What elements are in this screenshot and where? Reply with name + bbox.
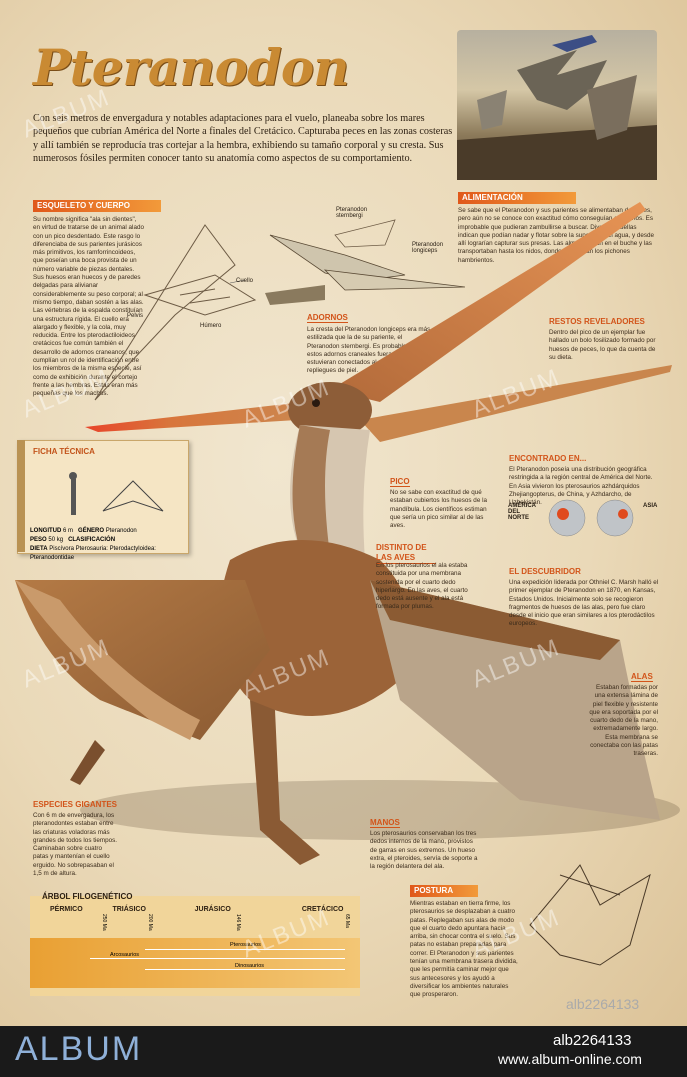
period-permico: PÉRMICO bbox=[50, 906, 83, 913]
section-header-alimentacion: ALIMENTACIÓN bbox=[458, 192, 576, 204]
ficha-longitud-val: 6 m bbox=[63, 528, 74, 534]
phylo-tree: PÉRMICO TRIÁSICO JURÁSICO CRETÁCICO 250 … bbox=[30, 896, 360, 996]
pteranodon-photo bbox=[457, 30, 657, 180]
group-arcosaurios: Arcosaurios bbox=[110, 952, 140, 958]
fact-card: LONGITUD 6 m GÉNERO Pteranodon PESO 50 k… bbox=[17, 440, 189, 561]
section-header-encontrado: ENCONTRADO EN... bbox=[509, 454, 587, 463]
age-200: 200 Ma bbox=[147, 914, 153, 931]
ficha-peso-key: PESO bbox=[30, 537, 47, 543]
ficha-genero-val: Pteranodon bbox=[105, 528, 137, 534]
section-header-distinto: DISTINTO DE LAS AVES bbox=[376, 543, 436, 564]
ficha-clasif-key: CLASIFICACIÓN bbox=[68, 537, 116, 543]
ficha-dieta-val: Piscívora bbox=[49, 546, 74, 552]
section-text-manos: Los pterosaurios conservaban los tres de… bbox=[370, 830, 478, 871]
intro-text: Con seis metros de envergadura y notable… bbox=[33, 113, 453, 165]
label-sternbergi: Pteranodon sternbergi bbox=[336, 207, 368, 219]
footer-bar bbox=[0, 1026, 687, 1077]
album-logo[interactable]: ALBUM bbox=[15, 1030, 143, 1068]
globe-maps bbox=[548, 499, 634, 537]
section-header-adornos: ADORNOS bbox=[307, 313, 348, 323]
ficha-peso-val: 50 kg bbox=[48, 537, 64, 543]
section-header-ficha: FICHA TÉCNICA bbox=[33, 447, 95, 456]
section-text-descubridor: Una expedición liderada por Othniel C. M… bbox=[509, 579, 659, 628]
period-cretacico: CRETÁCICO bbox=[301, 906, 344, 913]
size-comparison-art bbox=[69, 472, 164, 515]
section-text-pico: No se sabe con exactitud de qué estaban … bbox=[390, 489, 487, 530]
page-title: Pteranodon bbox=[33, 38, 350, 97]
ficha-dieta-key: DIETA bbox=[30, 546, 48, 552]
section-text-restos: Dentro del pico de un ejemplar fue halla… bbox=[549, 329, 656, 361]
period-jurasico: JURÁSICO bbox=[194, 906, 231, 913]
section-text-adornos: La cresta del Pteranodon longiceps era m… bbox=[307, 326, 431, 375]
section-header-restos: RESTOS REVELADORES bbox=[549, 317, 645, 326]
ficha-longitud-key: LONGITUD bbox=[30, 528, 62, 534]
label-humero: Húmero bbox=[200, 323, 222, 329]
section-text-postura: Mientras estaban en tierra firme, los pt… bbox=[410, 900, 518, 999]
section-text-esqueleto: Su nombre significa "ala sin dientes", e… bbox=[33, 216, 144, 398]
skeleton-illustration bbox=[94, 224, 257, 401]
section-header-manos: MANOS bbox=[370, 818, 400, 828]
footer-url-link[interactable]: www.album-online.com bbox=[498, 1051, 642, 1067]
section-header-alas: ALAS bbox=[631, 672, 653, 682]
section-header-postura: POSTURA bbox=[410, 885, 478, 897]
infographic-page: Pteranodon Con seis metros de envergadur… bbox=[0, 0, 687, 1026]
age-250: 250 Ma bbox=[101, 914, 107, 931]
section-header-arbol: ÁRBOL FILOGENÉTICO bbox=[42, 892, 133, 901]
fact-card-stripe bbox=[17, 440, 25, 552]
pteranodon-illustration bbox=[15, 202, 680, 865]
section-header-descubridor: EL DESCUBRIDOR bbox=[509, 567, 581, 576]
pteranodon-photo-art bbox=[457, 35, 657, 180]
section-text-alas: Estaban formadas por una extensa lámina … bbox=[589, 684, 658, 758]
period-triasico: TRIÁSICO bbox=[112, 906, 146, 913]
section-text-especies: Con 6 m de envergadura, los pteranodonte… bbox=[33, 812, 118, 878]
posture-sketch bbox=[529, 864, 651, 966]
group-pterosaurios: Pterosaurios bbox=[230, 942, 261, 948]
map-label-asia: ASIA bbox=[643, 503, 658, 509]
image-id-stamp: alb2264133 bbox=[566, 996, 640, 1012]
group-dinosaurios: Dinosaurios bbox=[235, 963, 265, 969]
section-text-alimentacion: Se sabe que el Pteranodon y sus pariente… bbox=[458, 207, 655, 264]
footer-image-id: alb2264133 bbox=[553, 1032, 632, 1049]
section-header-pico: PICO bbox=[390, 477, 410, 487]
section-header-especies: ESPECIES GIGANTES bbox=[33, 800, 118, 809]
ficha-clasif-val: Pterosauria: Pterodactyloidea: Pteranodo… bbox=[30, 546, 156, 561]
section-text-distinto: En los pterosaurios el ala estaba consti… bbox=[376, 562, 468, 611]
section-text-encontrado: El Pteranodon poseía una distribución ge… bbox=[509, 466, 653, 507]
skull-illustrations bbox=[265, 219, 465, 305]
age-65: 65 Ma bbox=[344, 914, 350, 928]
map-label-america: AMÉRICA DEL NORTE bbox=[508, 503, 536, 521]
label-cuello: Cuello bbox=[236, 278, 254, 284]
age-146: 146 Ma bbox=[235, 914, 241, 931]
label-pelvis: Pelvis bbox=[127, 313, 144, 319]
label-longiceps: Pteranodon longiceps bbox=[412, 242, 444, 254]
section-header-esqueleto: ESQUELETO Y CUERPO bbox=[33, 200, 161, 212]
ficha-genero-key: GÉNERO bbox=[78, 528, 105, 534]
tree-band bbox=[30, 938, 360, 988]
